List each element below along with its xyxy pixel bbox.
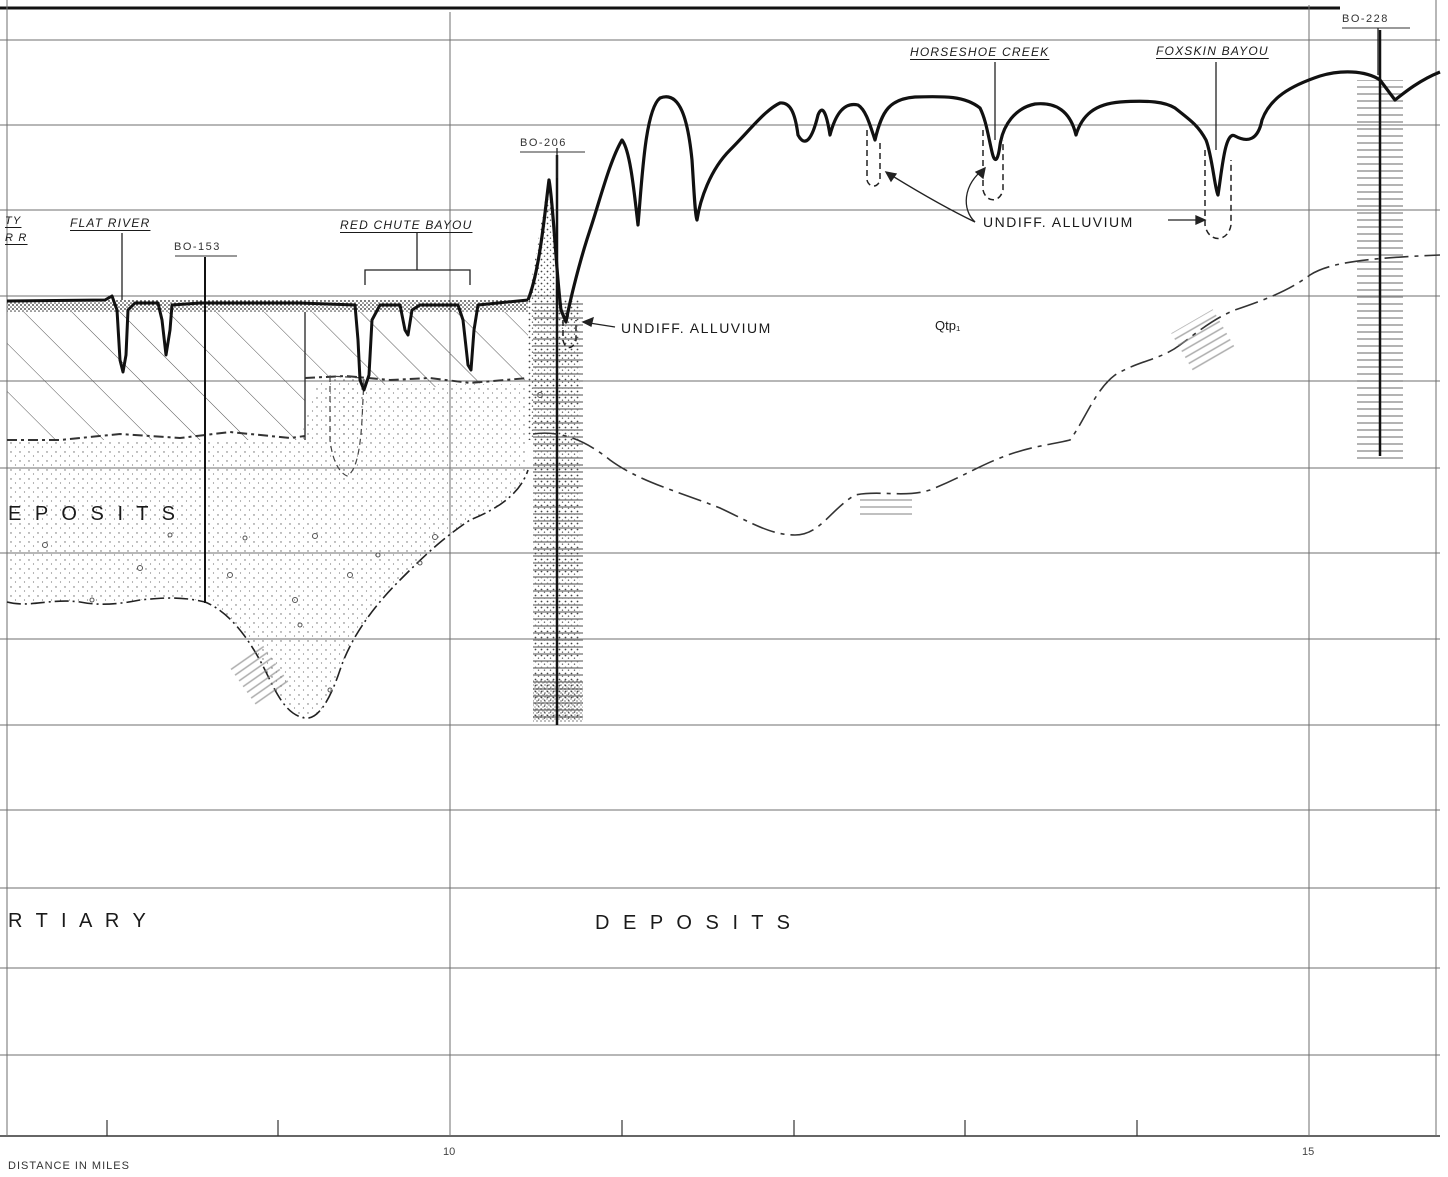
red-chute-channel-fill (329, 375, 365, 477)
basal-sand-gravel-unit (7, 380, 528, 719)
horseshoe-creek-label: HORSESHOE CREEK (910, 45, 1050, 59)
clay-sand-contact (7, 374, 529, 441)
foxskin-bayou-label: FOXSKIN BAYOU (1156, 44, 1269, 58)
tertiary-label: R T I A R Y (8, 910, 150, 932)
ground-surface-right (526, 70, 1441, 324)
distance-axis-title: DISTANCE IN MILES (8, 1160, 130, 1172)
red-chute-bayou-label: RED CHUTE BAYOU (340, 218, 473, 232)
qtp-unit-label: Qtp₁ (935, 318, 961, 333)
mile-ticks (106, 1120, 1138, 1136)
flat-river-label: FLAT RIVER (70, 216, 151, 230)
cut-off-label-bottom: R R (5, 232, 28, 244)
ground-surface-left (6, 294, 529, 392)
leader-lines (121, 28, 1379, 328)
bo153-label: BO-153 (174, 241, 221, 253)
bo206-label: BO-206 (520, 137, 567, 149)
undiff-alluvium-label-left: UNDIFF. ALLUVIUM (621, 320, 772, 336)
terrace-base-contact (532, 254, 1441, 536)
undiff-alluvium-channels (562, 130, 1232, 349)
basal-contact-line (6, 469, 529, 719)
mile-10-tick-label: 10 (443, 1146, 456, 1158)
cut-off-label-top: TY (5, 215, 22, 227)
backswamp-clay-unit (7, 312, 528, 440)
undiff-alluvium-label-right: UNDIFF. ALLUVIUM (983, 214, 1134, 230)
bo228-label: BO-228 (1342, 13, 1389, 25)
deposits-lower-label: D E P O S I T S (595, 912, 794, 934)
deposits-upper-label: E P O S I T S (8, 503, 179, 525)
contact-grid-marks (228, 309, 1237, 709)
mile-15-tick-label: 15 (1302, 1146, 1315, 1158)
